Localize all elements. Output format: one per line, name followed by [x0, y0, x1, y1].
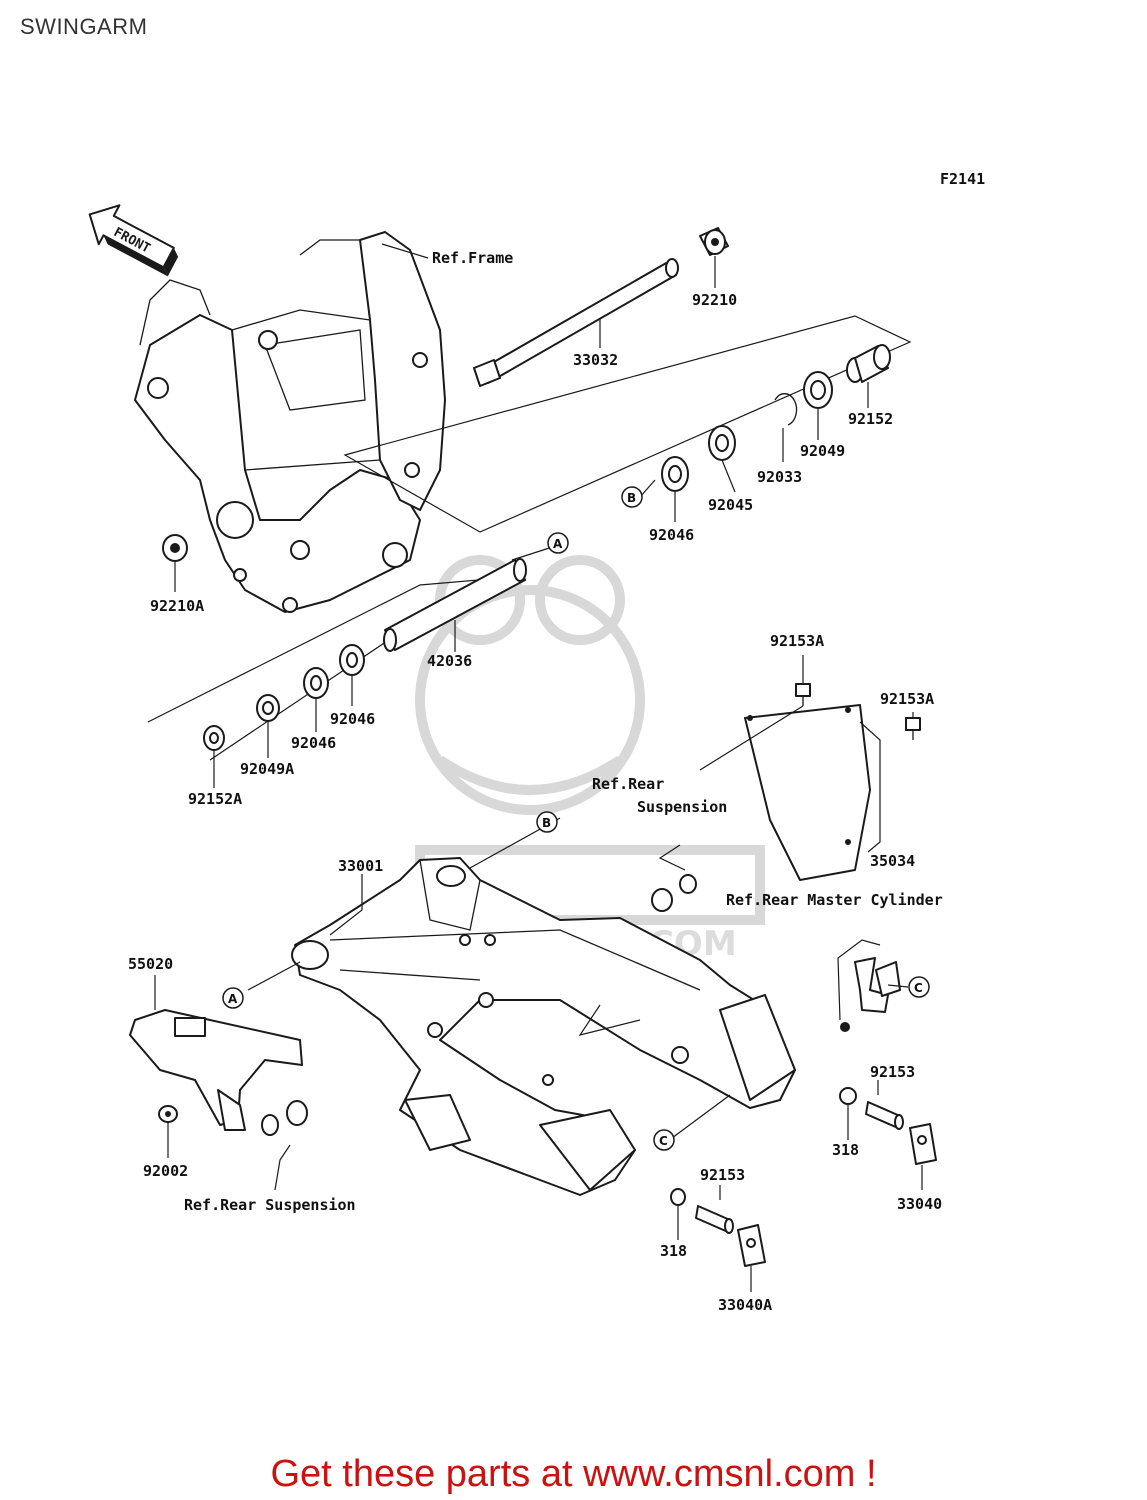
part-label-92152A: 92152A — [188, 790, 242, 808]
bolt-92153A-1-icon — [795, 683, 811, 706]
bolt-92153-bottom-icon — [695, 1205, 734, 1234]
part-92049A-icon — [256, 694, 280, 722]
part-label-318-bottom: 318 — [660, 1242, 687, 1260]
marker-c-right: C — [908, 976, 930, 998]
ref-frame: Ref.Frame — [432, 249, 513, 267]
part-92033-icon — [774, 393, 798, 426]
svg-text:C: C — [659, 1134, 668, 1148]
part-92046-mid-icon — [339, 644, 365, 676]
plate-33040A-icon — [737, 1224, 766, 1267]
footer-call-to-action-link[interactable]: Get these parts at www.cmsnl.com ! — [270, 1453, 877, 1495]
ref-rear-susp-1-line1: Ref.Rear — [592, 775, 664, 793]
part-label-92153-bottom: 92153 — [700, 1166, 745, 1184]
part-label-92002: 92002 — [143, 1162, 188, 1180]
marker-a-top: A — [547, 532, 569, 554]
ref-rear-susp-2: Ref.Rear Suspension — [184, 1196, 356, 1214]
svg-text:B: B — [542, 816, 551, 830]
svg-text:A: A — [228, 992, 238, 1006]
part-label-92153A-1: 92153A — [770, 632, 824, 650]
master-cylinder-bracket-icon — [840, 957, 901, 1032]
svg-text:A: A — [553, 537, 563, 551]
marker-c-low: C — [653, 1129, 675, 1151]
part-label-33001: 33001 — [338, 857, 383, 875]
part-label-42036: 42036 — [427, 652, 472, 670]
part-label-92152: 92152 — [848, 410, 893, 428]
part-label-35034: 35034 — [870, 852, 915, 870]
part-92210-icon — [699, 227, 729, 256]
bolt-92153A-2-icon — [905, 717, 921, 740]
page-title: SWINGARM — [20, 14, 148, 39]
chain-guide-55020-icon — [129, 1009, 303, 1131]
bolt-92002-icon — [158, 1105, 178, 1123]
swingarm-33001-icon — [291, 857, 796, 1196]
svg-text:B: B — [627, 491, 636, 505]
part-92045-icon — [708, 425, 736, 461]
collar-42036-icon — [383, 558, 527, 652]
part-92049-icon — [803, 371, 833, 409]
plate-33040-icon — [909, 1123, 937, 1165]
part-label-92046-top: 92046 — [649, 526, 694, 544]
part-label-33040A: 33040A — [718, 1296, 772, 1314]
cover-35034-icon — [744, 704, 871, 881]
part-label-92033: 92033 — [757, 468, 802, 486]
front-arrow-icon: FRONT — [88, 204, 179, 277]
svg-text:C: C — [914, 981, 923, 995]
figure-code: F2141 — [940, 170, 985, 188]
pivot-shaft-33032 — [473, 258, 679, 387]
part-label-318-right: 318 — [832, 1141, 859, 1159]
frame-outline — [134, 231, 446, 613]
part-label-92045: 92045 — [708, 496, 753, 514]
part-label-33032: 33032 — [573, 351, 618, 369]
part-label-92049A: 92049A — [240, 760, 294, 778]
part-92046-top-icon — [661, 456, 689, 492]
part-label-92153-right: 92153 — [870, 1063, 915, 1081]
part-92152A-icon — [203, 725, 225, 751]
bolt-92153-right-icon — [865, 1101, 904, 1130]
part-label-92210A: 92210A — [150, 597, 204, 615]
part-label-55020: 55020 — [128, 955, 173, 973]
part-92210A-icon — [162, 534, 188, 562]
marker-b-mid: B — [621, 486, 643, 508]
ref-rear-master-cylinder: Ref.Rear Master Cylinder — [726, 891, 943, 909]
part-92152-icon — [846, 344, 891, 383]
part-92046-low-icon — [303, 667, 329, 699]
nut-318-bottom-icon — [670, 1188, 686, 1206]
part-label-92153A-2: 92153A — [880, 690, 934, 708]
part-label-33040: 33040 — [897, 1195, 942, 1213]
part-label-92210: 92210 — [692, 291, 737, 309]
bearing-group-box — [343, 315, 912, 533]
collar-rear-susp-top-icon — [651, 874, 697, 912]
part-label-92046-mid: 92046 — [330, 710, 375, 728]
part-label-92046-low: 92046 — [291, 734, 336, 752]
marker-b-low: B — [536, 811, 558, 833]
part-label-92049: 92049 — [800, 442, 845, 460]
nut-318-right-icon — [839, 1087, 857, 1105]
marker-a-low: A — [222, 987, 244, 1009]
collar-rear-susp-left-icon — [261, 1100, 308, 1136]
ref-rear-susp-1-line2: Suspension — [637, 798, 727, 816]
